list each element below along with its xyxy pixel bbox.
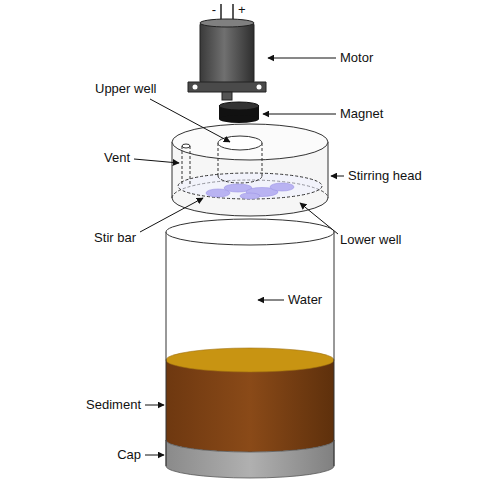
leader-line: [140, 198, 203, 232]
lower-well: [178, 173, 322, 199]
leader-line: [145, 405, 164, 406]
terminal-sign: +: [238, 3, 246, 18]
upper-well-opening: [218, 136, 262, 150]
water: [166, 232, 334, 360]
part-label: Vent: [104, 151, 130, 166]
stir-bar: [206, 183, 294, 199]
upper-well-wall: [218, 143, 219, 176]
sediment: [166, 360, 334, 452]
sediment-surface: [166, 348, 334, 372]
vent-tube: [182, 146, 183, 186]
part-label: Lower well: [340, 233, 401, 248]
motor-top: [200, 19, 254, 27]
motor-flange: [188, 82, 266, 92]
motor-body: [200, 22, 254, 84]
magnet-top: [219, 102, 259, 110]
leader-line: [263, 114, 336, 115]
motor-shaft: [222, 92, 232, 100]
vent-tube: [190, 146, 191, 186]
leader-line: [331, 176, 344, 177]
part-label: Water: [288, 293, 322, 308]
upper-well-wall: [262, 143, 263, 176]
part-label: Sediment: [86, 398, 141, 413]
part-label: Stir bar: [94, 231, 136, 246]
part-label: Magnet: [340, 107, 383, 122]
flange-hole: [193, 85, 198, 90]
leader-line: [134, 159, 179, 163]
part-label: Motor: [340, 51, 373, 66]
tube-wall: [166, 232, 167, 466]
magnet-bottom: [219, 115, 259, 123]
leader-lines: [134, 58, 344, 455]
part-label: Upper well: [95, 82, 156, 97]
tube-top: [166, 219, 334, 245]
part-label: Cap: [117, 448, 141, 463]
leader-line: [268, 58, 336, 59]
terminal-sign: -: [212, 3, 216, 18]
leader-line: [258, 300, 284, 301]
leader-line: [145, 455, 164, 456]
upper-well-bottom: [218, 176, 262, 183]
part-label: Stirring head: [348, 169, 422, 184]
cap: [166, 440, 334, 478]
leader-line: [150, 99, 230, 142]
tube-wall: [334, 232, 335, 466]
stirring-head-top: [172, 124, 328, 160]
vent-opening: [182, 144, 190, 148]
leader-line: [300, 203, 338, 234]
flange-hole: [257, 85, 262, 90]
